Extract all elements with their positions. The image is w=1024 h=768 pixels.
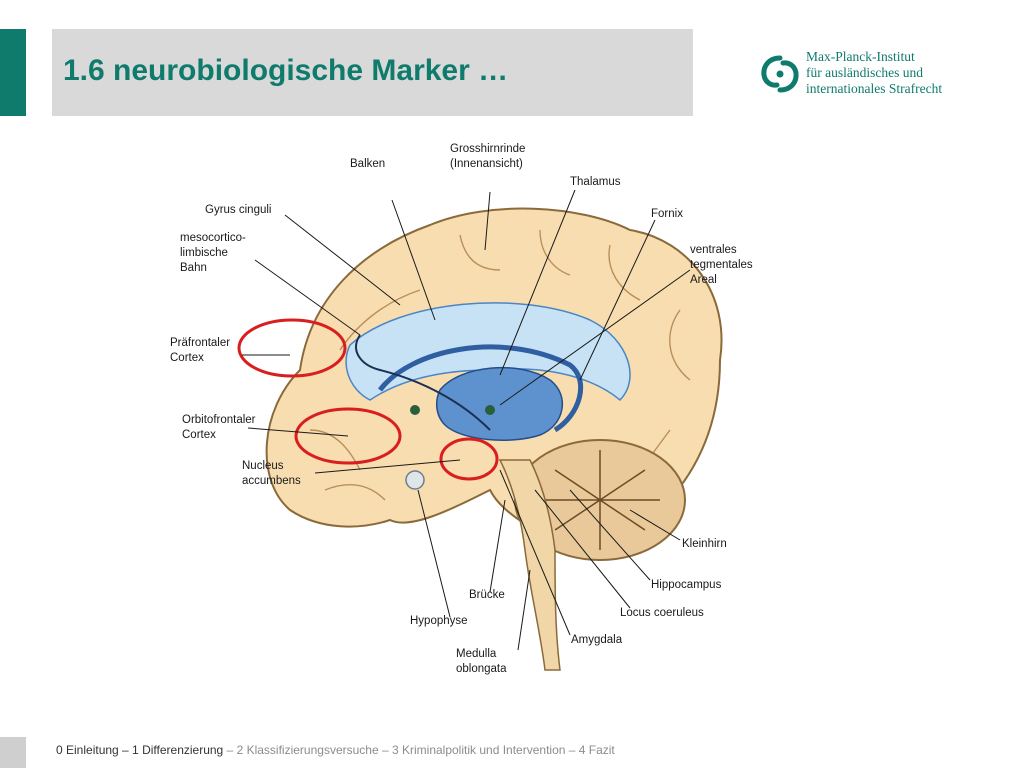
fornix-arc bbox=[378, 344, 584, 433]
label-nucleus-2: accumbens bbox=[242, 475, 301, 487]
label-praefrontaler-2: Cortex bbox=[170, 352, 204, 364]
balken-region bbox=[345, 302, 631, 402]
accent-bar bbox=[0, 29, 26, 116]
label-medulla-2: oblongata bbox=[456, 663, 507, 675]
label-grosshirnrinde: Grosshirnrinde bbox=[450, 143, 525, 155]
label-grosshirnrinde-sub: (Innenansicht) bbox=[450, 158, 523, 170]
accumbens-dot bbox=[410, 405, 420, 415]
footer-navigation: 0 Einleitung – 1 Differenzierung – 2 Kla… bbox=[56, 743, 615, 757]
slide-title: 1.6 neurobiologische Marker … bbox=[63, 54, 509, 87]
label-mesocortico-3: Bahn bbox=[180, 262, 207, 274]
label-medulla: Medulla bbox=[456, 648, 497, 660]
mpi-logo-icon bbox=[761, 55, 799, 93]
footer-box bbox=[0, 737, 26, 768]
label-hypophyse: Hypophyse bbox=[410, 615, 468, 627]
thalamus-region bbox=[435, 366, 564, 441]
label-ventrales: ventrales bbox=[690, 244, 737, 256]
label-mesocortico: mesocortico- bbox=[180, 232, 246, 244]
label-amygdala: Amygdala bbox=[571, 634, 623, 646]
label-gyrus-cinguli: Gyrus cinguli bbox=[205, 204, 271, 216]
label-fornix: Fornix bbox=[651, 208, 683, 220]
footer-active-section: 0 Einleitung – 1 Differenzierung bbox=[56, 743, 224, 757]
brain-diagram: Grosshirnrinde (Innenansicht) Balken Tha… bbox=[170, 143, 753, 675]
label-thalamus: Thalamus bbox=[570, 176, 621, 188]
institute-name-line3: internationales Strafrecht bbox=[806, 81, 943, 96]
label-locus-coeruleus: Locus coeruleus bbox=[620, 607, 704, 619]
hypophyse-shape bbox=[405, 470, 425, 490]
label-nucleus: Nucleus bbox=[242, 460, 284, 472]
highlight-praefrontaler-cortex bbox=[237, 318, 347, 378]
vta-dot bbox=[485, 405, 495, 415]
institute-name: Max-Planck-Institut für ausländisches un… bbox=[806, 49, 942, 97]
institute-logo: Max-Planck-Institut für ausländisches un… bbox=[760, 49, 980, 102]
leader-lines bbox=[242, 189, 691, 651]
title-bar bbox=[52, 29, 693, 116]
label-praefrontaler: Präfrontaler bbox=[170, 337, 230, 349]
label-mesocortico-2: limbische bbox=[180, 247, 228, 259]
label-bruecke: Brücke bbox=[469, 589, 505, 601]
highlight-orbitofrontaler-cortex bbox=[294, 407, 402, 465]
label-kleinhirn: Kleinhirn bbox=[682, 538, 727, 550]
label-ventrales-2: tegmentales bbox=[690, 259, 753, 271]
mesocortico-pathway bbox=[355, 334, 491, 431]
footer-remaining-sections: – 2 Klassifizierungsversuche – 3 Krimina… bbox=[223, 743, 615, 757]
label-balken: Balken bbox=[350, 158, 385, 170]
highlight-nucleus-accumbens bbox=[439, 437, 499, 481]
label-ventrales-3: Areal bbox=[690, 274, 717, 286]
label-hippocampus: Hippocampus bbox=[651, 579, 722, 591]
brainstem-region bbox=[498, 459, 561, 671]
label-orbitofrontaler-2: Cortex bbox=[182, 429, 216, 441]
institute-name-line1: Max-Planck-Institut bbox=[806, 49, 915, 64]
institute-name-line2: für ausländisches und bbox=[806, 65, 923, 80]
label-orbitofrontaler: Orbitofrontaler bbox=[182, 414, 256, 426]
